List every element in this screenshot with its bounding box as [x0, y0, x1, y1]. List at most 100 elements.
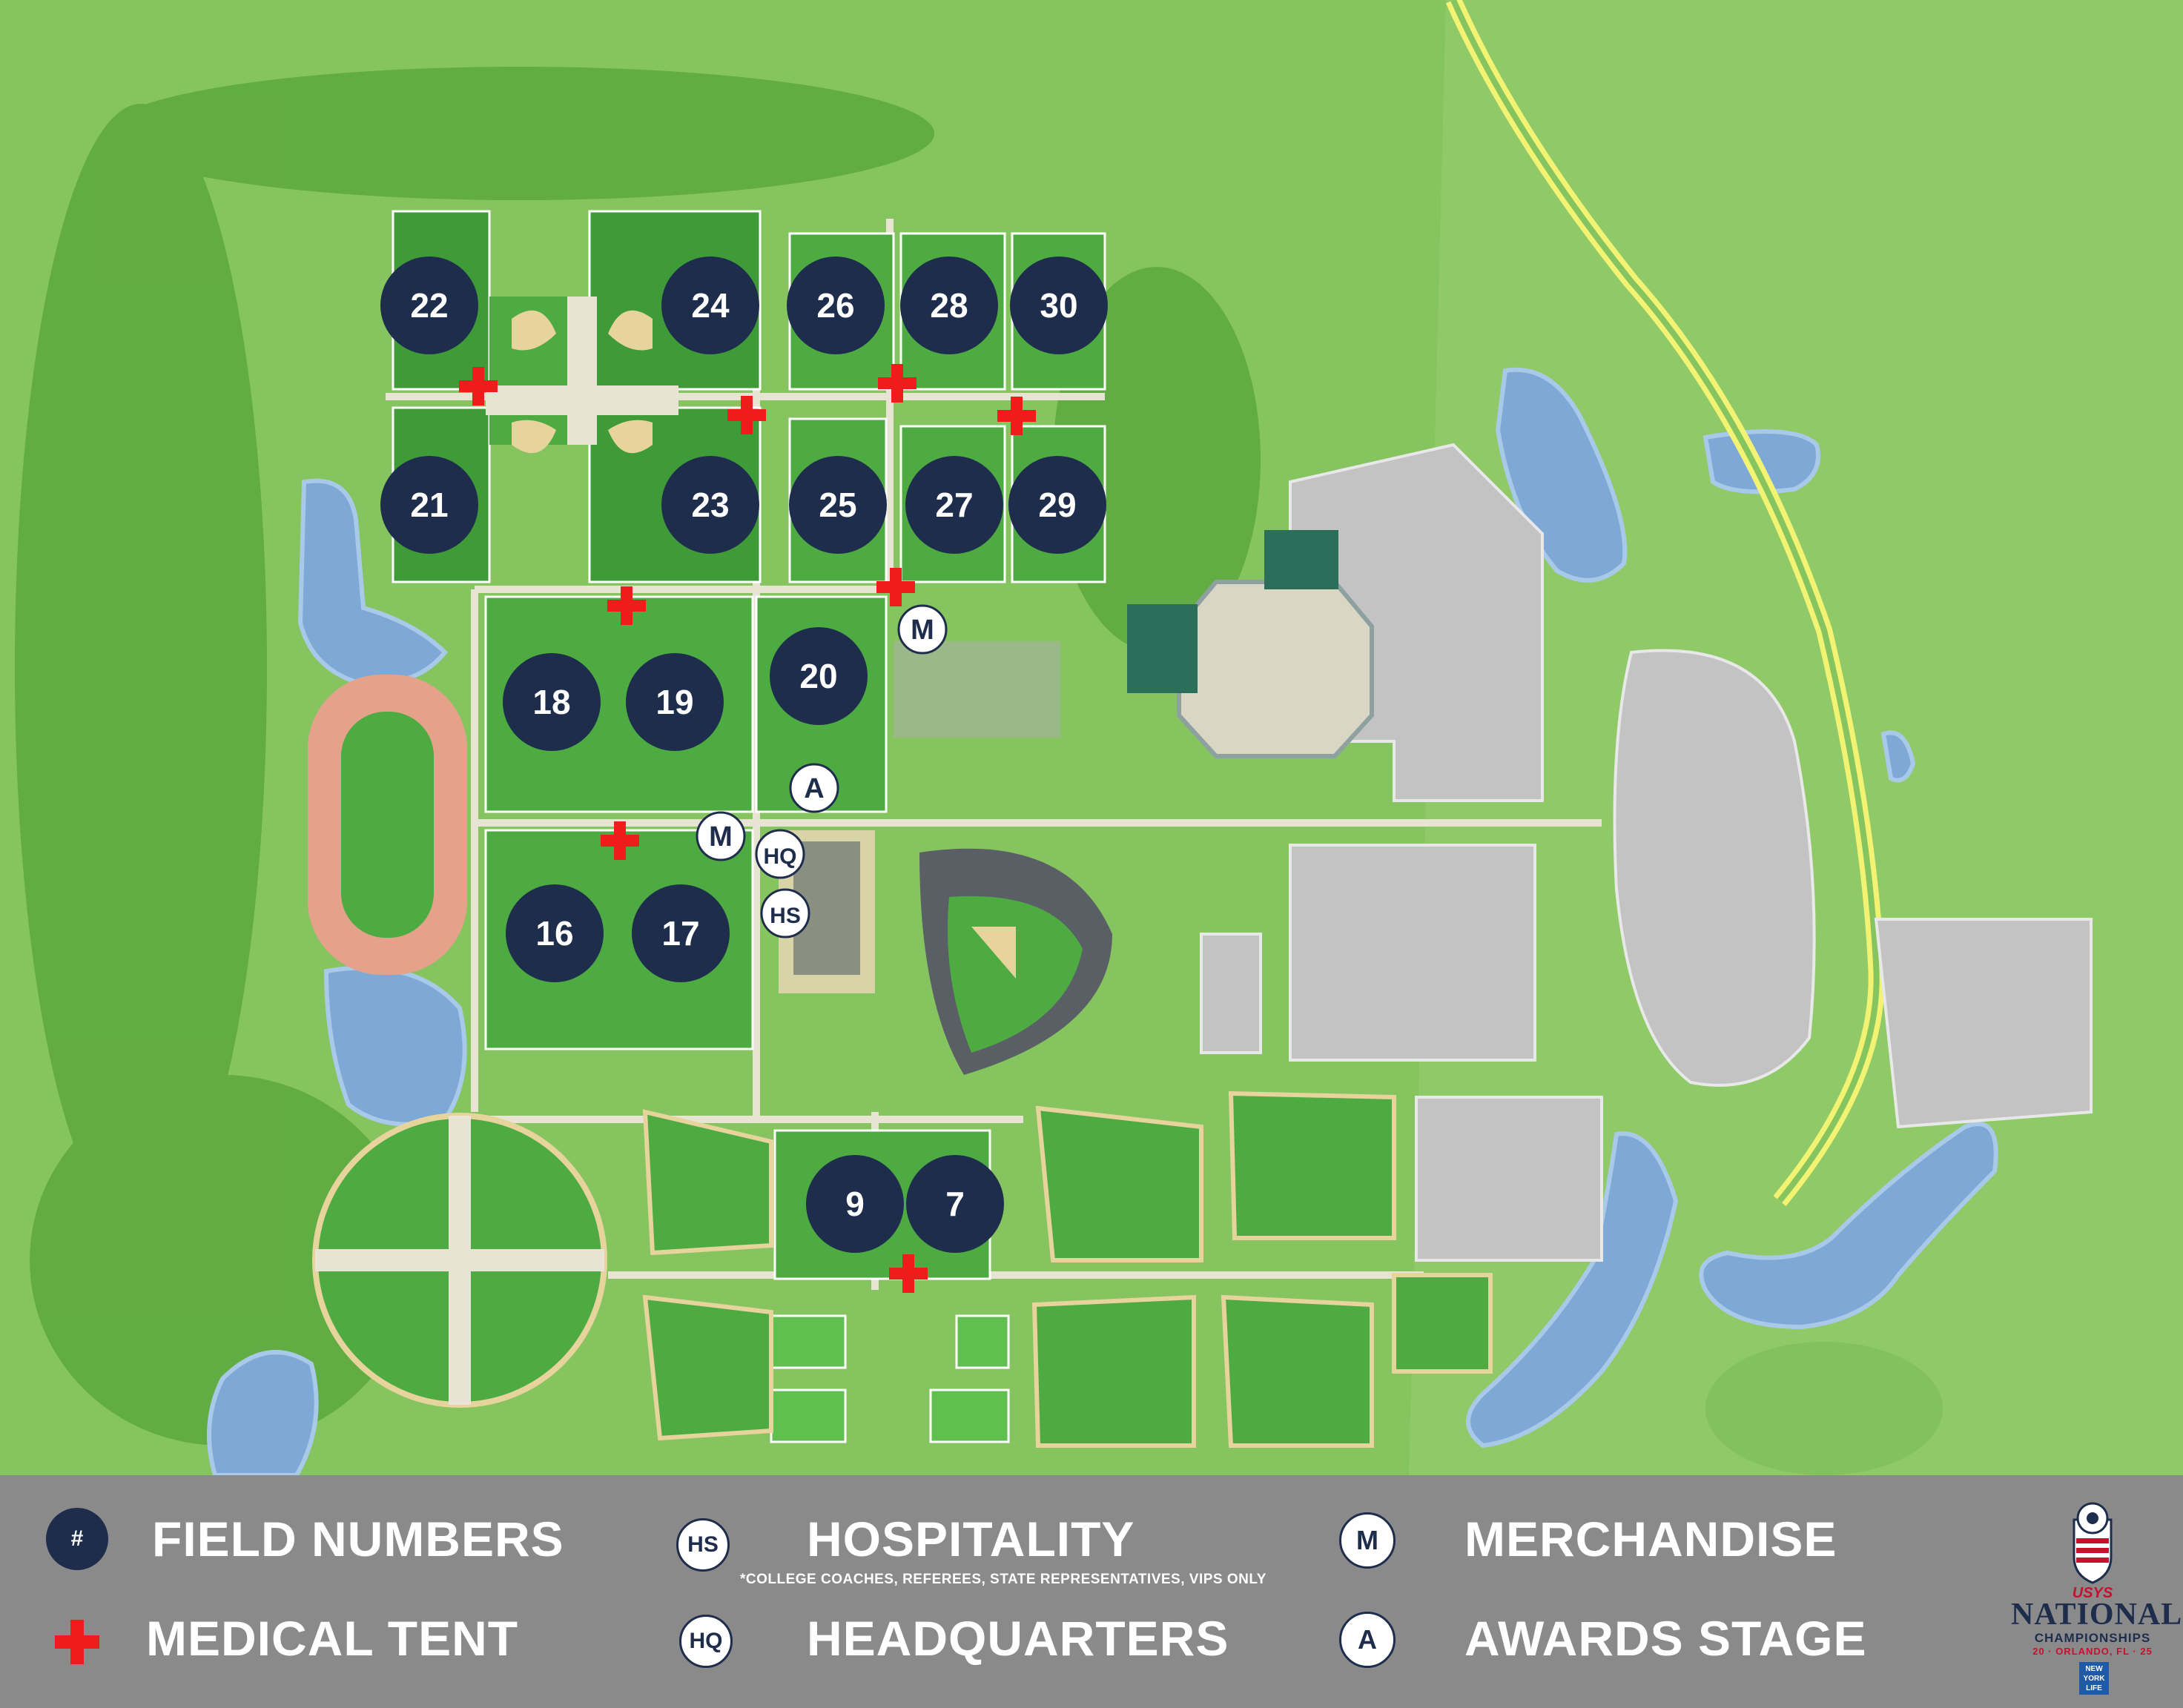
parking-oval — [1613, 649, 1816, 1087]
field-marker-label: 9 — [845, 1185, 865, 1223]
sponsor-name: NEW YORK LIFE — [2083, 1664, 2105, 1692]
field-marker-label: 20 — [799, 657, 837, 695]
service-markers: M A M HQ HS — [696, 604, 948, 939]
lake-west — [297, 478, 449, 686]
field-marker-28[interactable]: 28 — [900, 256, 998, 354]
field-marker-20[interactable]: 20 — [770, 627, 868, 725]
legend-field-number-symbol: # — [70, 1526, 84, 1551]
legend-hospitality-symbol: HS — [687, 1532, 719, 1557]
field-marker-label: 18 — [532, 683, 570, 721]
arena — [1177, 580, 1374, 758]
legend-headquarters-label: HEADQUARTERS — [807, 1611, 1229, 1666]
field-marker-label: 21 — [410, 486, 448, 524]
baseball-fields — [312, 1090, 1493, 1448]
field-marker-17[interactable]: 17 — [632, 884, 730, 982]
legend-merchandise-symbol: M — [1356, 1525, 1378, 1555]
field-marker-9[interactable]: 9 — [806, 1155, 904, 1253]
field-marker-circle — [806, 1155, 904, 1253]
service-marker-awards-stage[interactable]: A — [789, 763, 839, 813]
championship-logo: USYS NATIONAL CHAMPIONSHIPS 20 · ORLANDO… — [2011, 1497, 2183, 1698]
parking-southeast — [1415, 1096, 1603, 1262]
brand-year-city: 20 · ORLANDO, FL · 25 — [2032, 1646, 2153, 1657]
field-marker-22[interactable]: 22 — [380, 256, 478, 354]
shield-logo-icon — [2073, 1502, 2113, 1584]
service-marker-hospitality[interactable]: HS — [760, 888, 810, 939]
medical-tent-cross-icon[interactable] — [876, 568, 915, 606]
parking-small — [1200, 933, 1262, 1054]
legend-merchandise-badge: M — [1339, 1512, 1396, 1569]
field-marker-circle — [900, 256, 998, 354]
parking-far-east — [1874, 918, 2093, 1129]
field-marker-label: 22 — [410, 286, 448, 325]
legend-headquarters-badge: HQ — [679, 1615, 733, 1668]
field-marker-30[interactable]: 30 — [1010, 256, 1108, 354]
medical-tent-cross-icon[interactable] — [607, 586, 646, 625]
field-marker-label: 19 — [655, 683, 693, 721]
service-marker-merchandise[interactable]: M — [696, 811, 746, 861]
lake-south — [207, 1350, 319, 1475]
legend-field-numbers-label: FIELD NUMBERS — [152, 1512, 564, 1566]
field-marker-circle — [789, 456, 887, 554]
field-marker-label: 25 — [819, 486, 856, 524]
legend-hospitality-note: *COLLEGE COACHES, REFEREES, STATE REPRES… — [740, 1572, 1266, 1587]
running-track — [308, 675, 467, 975]
field-marker-21[interactable]: 21 — [380, 456, 478, 554]
field-marker-26[interactable]: 26 — [787, 256, 885, 354]
field-marker-label: 16 — [535, 914, 573, 953]
field-marker-7[interactable]: 7 — [906, 1155, 1004, 1253]
highway-median — [1450, 0, 1880, 1203]
field-marker-circle — [661, 456, 759, 554]
field-marker-circle — [503, 653, 601, 751]
field-marker-circle — [905, 456, 1003, 554]
field-marker-circle — [506, 884, 604, 982]
field-marker-circle — [632, 884, 730, 982]
field-marker-25[interactable]: 25 — [789, 456, 887, 554]
field-marker-label: 24 — [691, 286, 730, 325]
medical-tent-cross-icon[interactable] — [997, 397, 1036, 435]
field-marker-label: 26 — [816, 286, 854, 325]
legend-awards-badge: A — [1339, 1612, 1396, 1668]
service-marker-circle — [789, 763, 839, 813]
field-marker-24[interactable]: 24 — [661, 256, 759, 354]
legend: # FIELD NUMBERS MEDICAL TENT HS HOSPITAL… — [0, 1475, 2183, 1708]
field-marker-circle — [770, 627, 868, 725]
legend-awards-symbol: A — [1358, 1624, 1377, 1655]
medical-tent-cross-icon[interactable] — [459, 367, 498, 406]
legend-headquarters-symbol: HQ — [689, 1629, 723, 1653]
field-marker-label: 28 — [930, 286, 968, 325]
service-marker-label: M — [709, 821, 733, 853]
field-marker-label: 7 — [945, 1185, 965, 1223]
field-marker-29[interactable]: 29 — [1008, 456, 1106, 554]
field-marker-19[interactable]: 19 — [626, 653, 724, 751]
softball-cluster — [486, 297, 678, 454]
service-marker-label: A — [804, 773, 824, 804]
field-marker-16[interactable]: 16 — [506, 884, 604, 982]
lake-southwest — [323, 965, 467, 1127]
legend-merchandise-label: MERCHANDISE — [1464, 1512, 1837, 1566]
service-marker-headquarters[interactable]: HQ — [755, 829, 805, 879]
field-marker-circle — [626, 653, 724, 751]
legend-hospitality-label: HOSPITALITY — [807, 1512, 1135, 1566]
medical-tent-cross-icon[interactable] — [601, 821, 639, 860]
medical-tent-cross-icon[interactable] — [727, 396, 766, 434]
brand-title: NATIONAL — [2011, 1598, 2183, 1632]
field-marker-27[interactable]: 27 — [905, 456, 1003, 554]
field-marker-circle — [380, 456, 478, 554]
map-canvas: 22 24 26 28 30 21 23 25 27 29 18 19 20 16 17 9 7 M A M HQ HS — [15, 0, 2183, 1475]
medical-tent-cross-icon[interactable] — [878, 364, 917, 403]
brand-usys: USYS — [2072, 1585, 2113, 1601]
field-marker-label: 23 — [691, 486, 729, 524]
brand-subtitle: CHAMPIONSHIPS — [2034, 1631, 2151, 1645]
parking-central — [1289, 844, 1536, 1062]
field-marker-circle — [380, 256, 478, 354]
sponsor-logo: NEW YORK LIFE — [2079, 1662, 2109, 1695]
field-marker-23[interactable]: 23 — [661, 456, 759, 554]
field-marker-label: 27 — [935, 486, 973, 524]
lake-east — [1699, 1122, 1998, 1330]
pond-small — [1880, 730, 1916, 783]
medical-tent-cross-icon[interactable] — [889, 1254, 928, 1293]
service-marker-circle — [755, 829, 805, 879]
field-marker-circle — [661, 256, 759, 354]
service-marker-merchandise[interactable]: M — [897, 604, 948, 655]
field-marker-18[interactable]: 18 — [503, 653, 601, 751]
